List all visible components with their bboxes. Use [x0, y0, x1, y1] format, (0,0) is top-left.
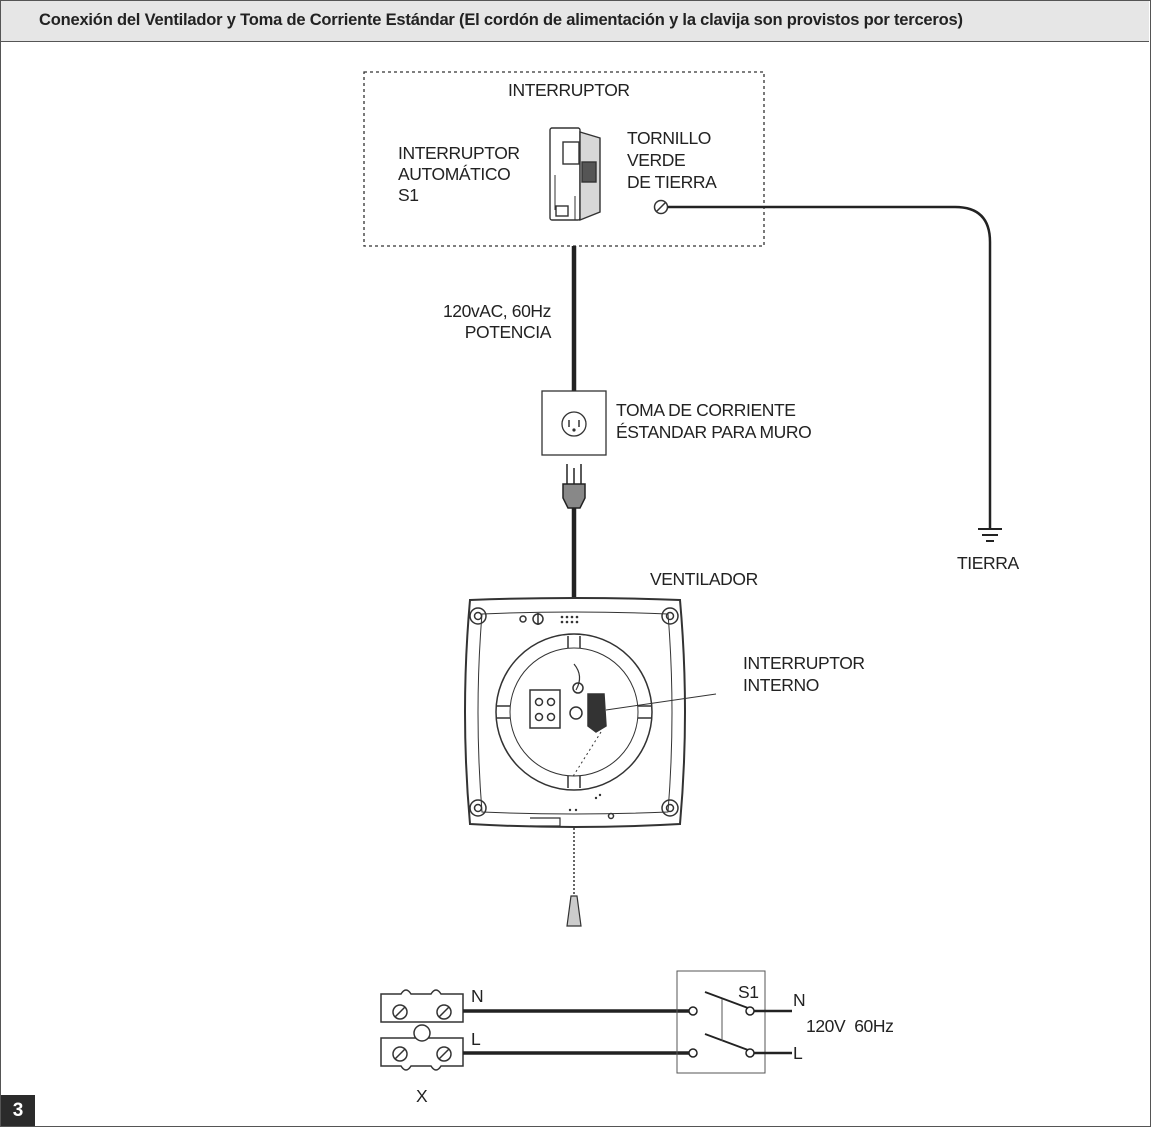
label-interruptor: INTERRUPTOR [508, 80, 630, 100]
figure-title: Conexión del Ventilador y Toma de Corrie… [39, 11, 963, 29]
label-schematic-s1: S1 [738, 982, 759, 1002]
ground-symbol-icon [978, 528, 1002, 542]
page-number-badge: 3 [1, 1095, 35, 1126]
pull-cord-handle-icon [566, 895, 582, 927]
label-screw-2: VERDE [627, 150, 685, 170]
label-schematic-x: X [416, 1086, 428, 1106]
label-breaker-2: AUTOMÁTICO [398, 164, 510, 184]
label-internal-switch-2: INTERNO [743, 675, 819, 695]
label-schematic-n-left: N [471, 986, 483, 1006]
label-schematic-supply: 120V 60Hz [806, 1016, 893, 1036]
label-breaker-3: S1 [398, 185, 419, 205]
figure-header: Conexión del Ventilador y Toma de Corrie… [1, 1, 1149, 42]
label-breaker-1: INTERRUPTOR [398, 143, 520, 163]
label-schematic-n-right: N [793, 990, 805, 1010]
label-screw-1: TORNILLO [627, 128, 711, 148]
ground-wire [668, 205, 992, 528]
ground-screw-icon [653, 199, 669, 215]
label-internal-switch-1: INTERRUPTOR [743, 653, 865, 673]
label-outlet-1: TOMA DE CORRIENTE [616, 400, 796, 420]
label-screw-3: DE TIERRA [627, 172, 717, 192]
terminal-block-icon [380, 989, 464, 1071]
label-power-1: 120vAC, 60Hz [443, 301, 551, 321]
circuit-breaker-icon [549, 127, 601, 222]
label-schematic-l-left: L [471, 1029, 481, 1049]
fan-mount-hole-icon [469, 607, 679, 817]
switch-enclosure [363, 71, 765, 247]
label-schematic-l-right: L [793, 1043, 803, 1063]
plug-icon [562, 464, 586, 509]
fan-unit-icon [464, 597, 717, 828]
switch-s1-icon [676, 970, 792, 1074]
wall-outlet-icon [541, 390, 607, 456]
label-ground: TIERRA [957, 553, 1020, 573]
label-power-2: POTENCIA [465, 322, 552, 342]
label-fan: VENTILADOR [650, 569, 758, 589]
label-outlet-2: ÉSTANDAR PARA MURO [616, 422, 811, 442]
